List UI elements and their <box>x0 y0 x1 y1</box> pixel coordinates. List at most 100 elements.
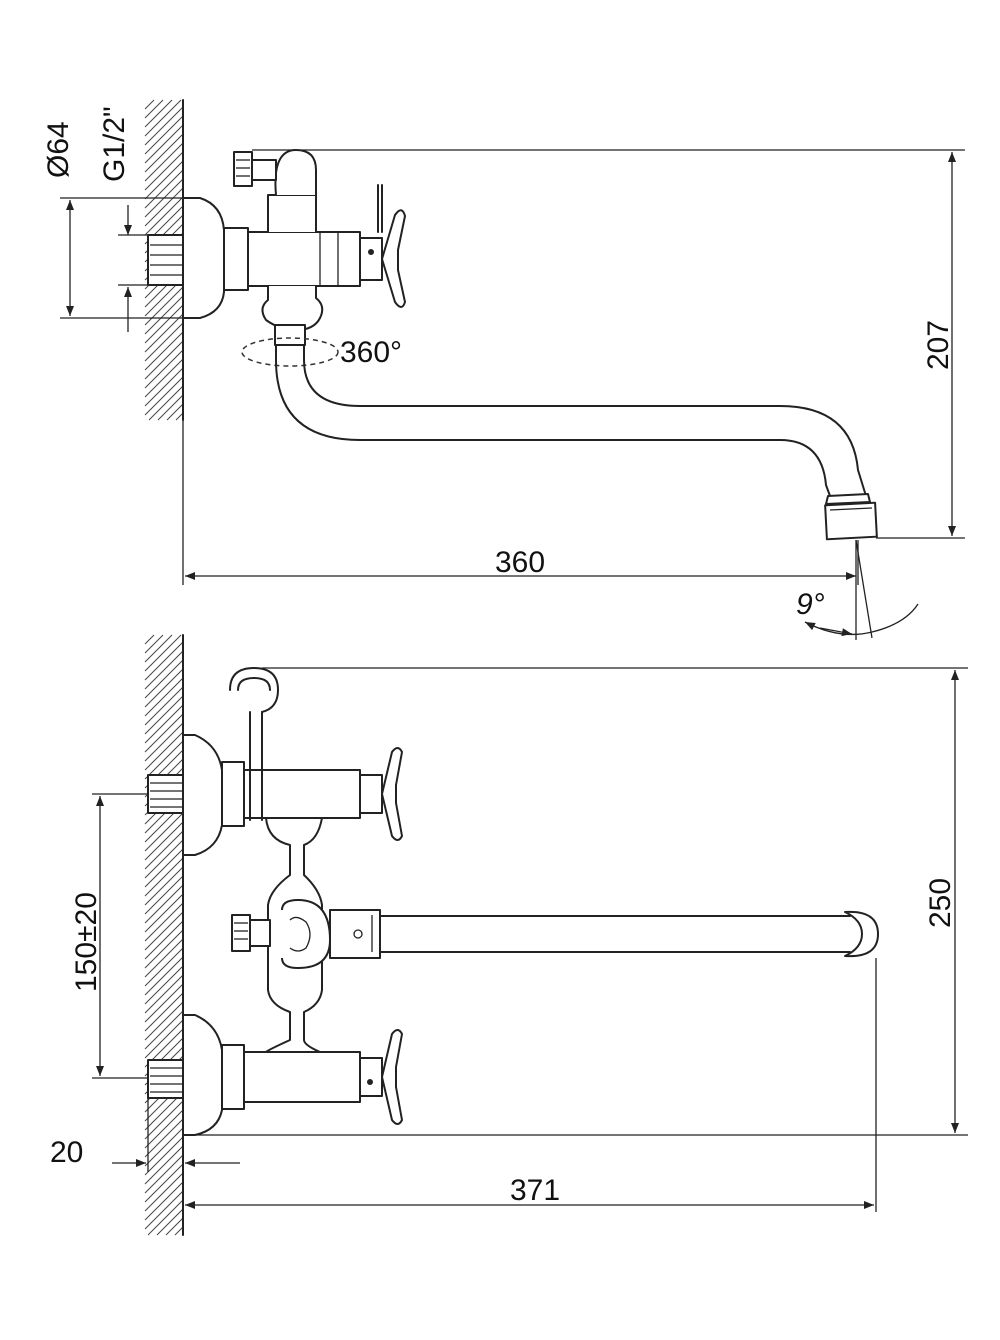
dimension-height-bottom: 250 <box>183 667 968 1136</box>
hatch-line <box>144 1190 184 1230</box>
hatch-line <box>156 1208 184 1236</box>
hatch-line <box>144 99 173 128</box>
hatch-line <box>144 1001 184 1041</box>
spout-front <box>379 910 879 958</box>
hatch-line <box>144 133 184 173</box>
hatch-line <box>144 947 184 987</box>
hatch-line <box>144 634 182 672</box>
hatch-line <box>144 821 184 861</box>
hatch-line <box>148 385 184 421</box>
hatch-line <box>144 902 184 942</box>
hatch-line <box>144 713 184 753</box>
hatch-line <box>175 412 184 421</box>
hatch-line <box>144 304 184 344</box>
wall-hatching <box>144 634 184 1236</box>
length-label-bottom: 371 <box>510 1174 560 1207</box>
hatch-line <box>174 1226 184 1236</box>
hatch-line <box>144 99 182 137</box>
hatch-line <box>144 295 184 335</box>
hatch-line <box>144 1127 184 1167</box>
hatch-line <box>144 367 184 407</box>
hatch-line <box>144 1118 184 1158</box>
diameter-label: Ø64 <box>42 121 75 178</box>
hatch-line <box>144 634 155 645</box>
hatch-line <box>144 722 184 762</box>
hatch-line <box>144 322 184 362</box>
central-column <box>231 817 381 1053</box>
rotation-indicator-ellipse <box>241 337 339 367</box>
hatch-line <box>144 634 164 654</box>
hatch-line <box>144 99 164 119</box>
hatch-line <box>144 1172 184 1212</box>
hatch-line <box>144 340 184 380</box>
valve-upper <box>243 747 403 841</box>
dimension-length-top: 360 <box>182 420 859 585</box>
hatch-line <box>157 394 184 421</box>
dimension-length-bottom: 371 <box>185 958 877 1212</box>
hatch-line <box>144 965 184 1005</box>
hatch-line <box>144 313 184 353</box>
hatch-line <box>144 848 184 888</box>
hatch-line <box>144 1145 184 1185</box>
hatch-line <box>144 875 184 915</box>
hatch-line <box>144 983 184 1023</box>
dimension-diameter: Ø64 <box>42 121 183 319</box>
angle-label: 9° <box>796 588 825 621</box>
hatch-line <box>144 920 184 960</box>
hatch-line <box>144 668 184 708</box>
hatch-line <box>144 1163 184 1203</box>
side-view: 360° Ø64 G1/2" <box>42 99 965 640</box>
hatch-line <box>144 992 184 1032</box>
center-distance-label: 150±20 <box>70 892 103 992</box>
spout-top <box>275 344 878 541</box>
nut-top <box>223 227 249 291</box>
hatch-line <box>144 376 184 416</box>
hatch-line <box>147 1199 184 1236</box>
hatch-line <box>144 634 173 663</box>
hatch-line <box>144 196 184 236</box>
hatch-line <box>144 938 184 978</box>
hatch-line <box>144 677 184 717</box>
hatch-line <box>144 1136 184 1176</box>
dimension-offset: 20 <box>50 1098 240 1172</box>
hatch-line <box>144 331 184 371</box>
hatch-line <box>165 1217 184 1236</box>
hatch-line <box>144 893 184 933</box>
hatch-line <box>144 956 184 996</box>
dimension-center-distance: 150±20 <box>70 793 148 1079</box>
hatch-line <box>144 704 184 744</box>
dimension-angle: 9° <box>796 539 919 640</box>
wall-bottom <box>144 634 184 1236</box>
hatch-line <box>144 857 184 897</box>
hatch-line <box>144 99 155 110</box>
hatch-line <box>144 358 184 398</box>
rotation-label: 360° <box>340 336 402 369</box>
hatch-line <box>144 1181 184 1221</box>
shower-holder <box>229 667 279 821</box>
wall-thread-fitting-top <box>147 234 185 286</box>
hatch-line <box>144 169 184 209</box>
hatch-line <box>144 740 184 780</box>
hatch-line <box>144 1019 184 1059</box>
escutcheon-top <box>182 197 225 319</box>
hatch-line <box>144 1109 184 1149</box>
valve-lower <box>243 1029 403 1125</box>
hatch-line <box>144 695 184 735</box>
hatch-line <box>144 830 184 870</box>
hatch-line <box>144 106 184 146</box>
wall-thread-fitting-lower <box>147 1059 185 1099</box>
hatch-line <box>144 124 184 164</box>
hatch-line <box>144 839 184 879</box>
hatch-line <box>144 142 184 182</box>
escutcheon-upper <box>182 734 223 856</box>
hatch-line <box>144 115 184 155</box>
dimension-thread: G1/2" <box>98 106 148 332</box>
dimension-height-top: 207 <box>252 149 965 539</box>
hatch-line <box>144 187 184 227</box>
hatch-line <box>144 686 184 726</box>
hatch-line <box>144 1100 184 1140</box>
length-label-top: 360 <box>495 546 545 579</box>
hatch-line <box>144 812 184 852</box>
hatch-line <box>144 641 184 681</box>
